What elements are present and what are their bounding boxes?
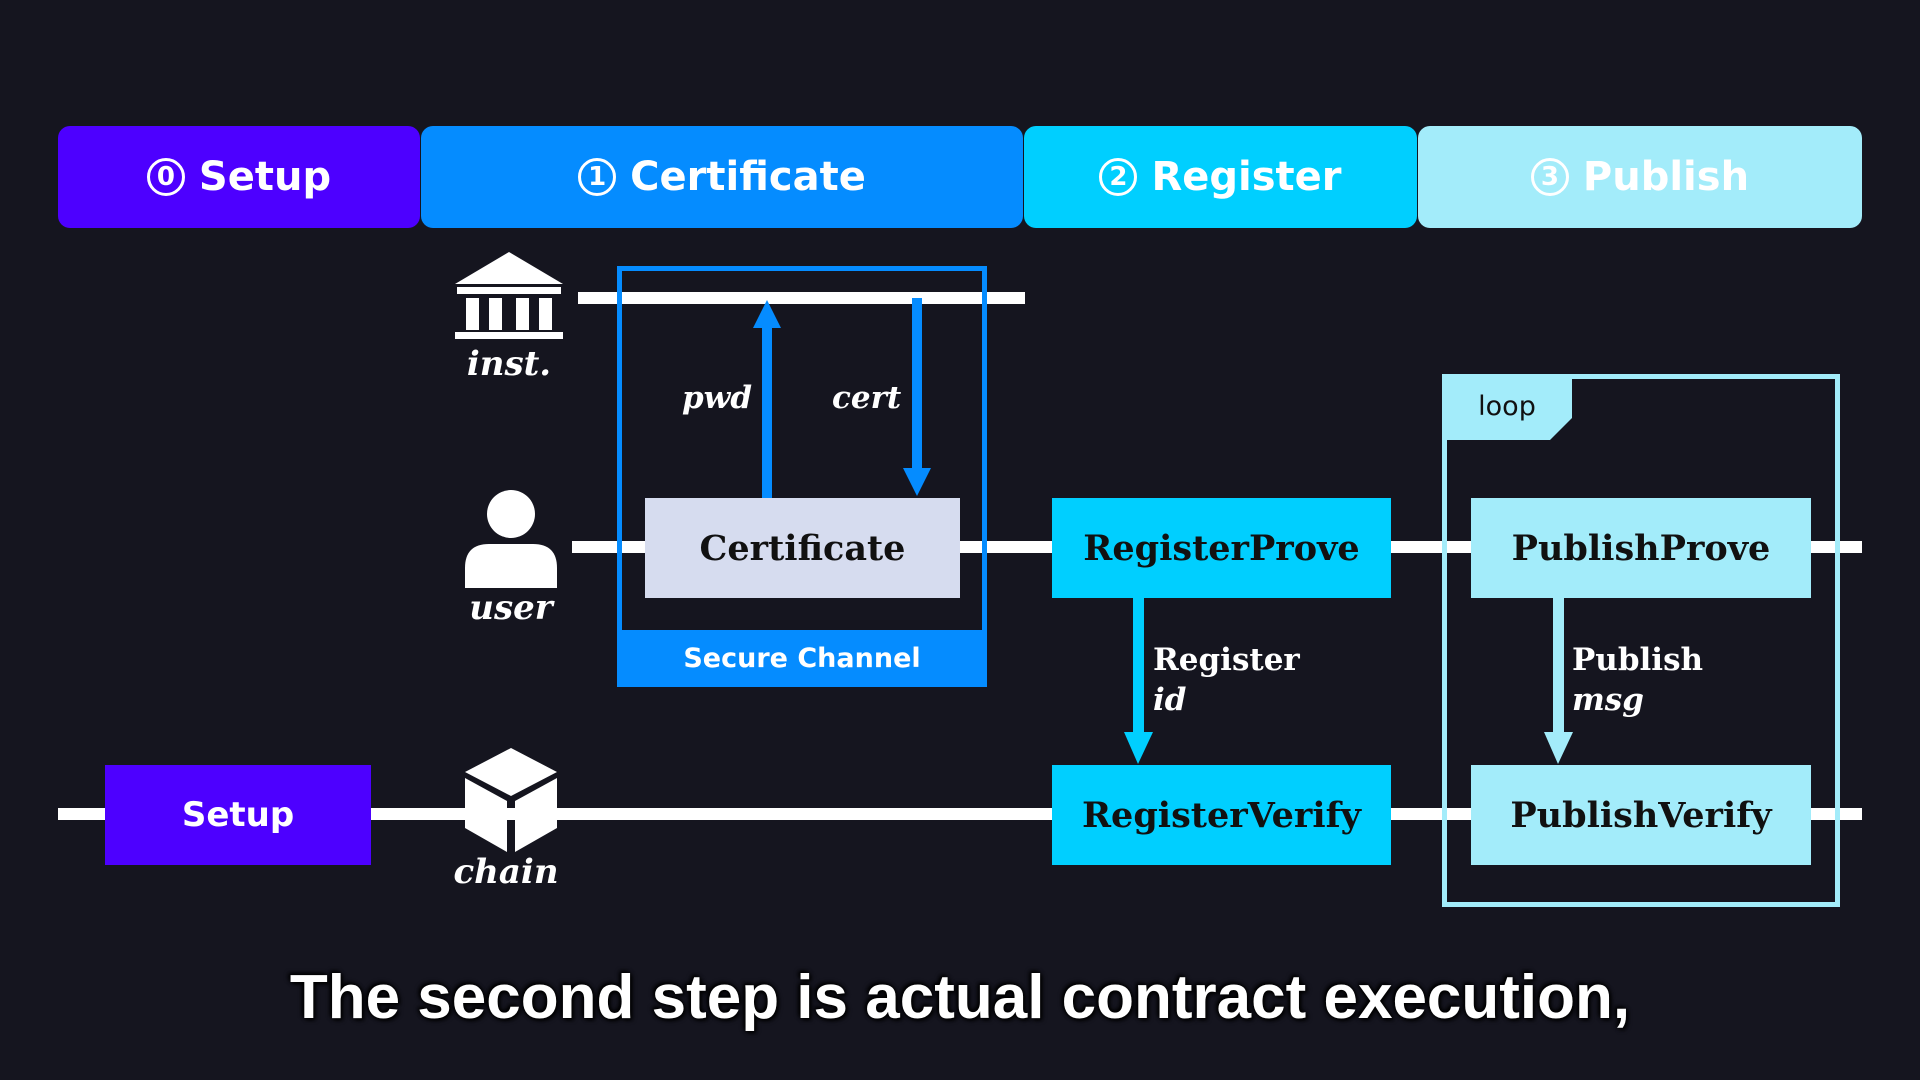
person-icon bbox=[465, 490, 557, 588]
step-number: 0 bbox=[146, 158, 185, 196]
step-number: 2 bbox=[1099, 158, 1138, 196]
loop-label-tab bbox=[1442, 374, 1572, 440]
pwd-label: pwd bbox=[682, 378, 752, 418]
register-msg-line2: id bbox=[1153, 682, 1187, 718]
setup-box: Setup bbox=[105, 765, 371, 865]
loop-label: loop bbox=[1478, 390, 1536, 422]
tab-publish: 3 Publish bbox=[1418, 126, 1862, 228]
publish-prove-box: PublishProve bbox=[1471, 498, 1811, 598]
certificate-box: Certificate bbox=[645, 498, 960, 598]
tab-register: 2 Register bbox=[1024, 126, 1417, 228]
publish-msg-line2: msg bbox=[1572, 682, 1644, 718]
register-verify-box: RegisterVerify bbox=[1052, 765, 1391, 865]
tab-label: Publish bbox=[1582, 154, 1750, 200]
publish-msg-line1: Publish bbox=[1572, 642, 1704, 678]
pwd-text: pwd bbox=[682, 380, 753, 416]
cube-icon bbox=[465, 748, 557, 852]
register-arrow bbox=[1124, 598, 1153, 764]
tab-label: Register bbox=[1151, 154, 1342, 200]
tab-certificate: 1 Certificate bbox=[421, 126, 1023, 228]
register-prove-box: RegisterProve bbox=[1052, 498, 1391, 598]
register-msg-label: Register id bbox=[1153, 640, 1300, 720]
step-number: 3 bbox=[1530, 158, 1569, 196]
cert-text: cert bbox=[832, 380, 902, 416]
chain-lifeline bbox=[58, 808, 1862, 820]
publish-msg-label: Publish msg bbox=[1572, 640, 1703, 720]
tab-label: Certificate bbox=[630, 154, 866, 200]
loop-frame bbox=[1442, 374, 1840, 907]
institution-icon bbox=[455, 252, 563, 339]
secure-channel-label: Secure Channel bbox=[617, 630, 987, 687]
secure-channel-frame bbox=[617, 266, 987, 687]
user-label: user bbox=[469, 588, 553, 628]
step-number: 1 bbox=[578, 158, 617, 196]
chain-label: chain bbox=[453, 852, 559, 892]
cert-label: cert bbox=[832, 378, 901, 418]
tab-setup: 0 Setup bbox=[58, 126, 420, 228]
inst-label: inst. bbox=[466, 344, 552, 384]
tab-label: Setup bbox=[198, 154, 332, 200]
register-msg-line1: Register bbox=[1153, 642, 1300, 678]
subtitle-caption: The second step is actual contract execu… bbox=[289, 963, 1631, 1032]
publish-verify-box: PublishVerify bbox=[1471, 765, 1811, 865]
